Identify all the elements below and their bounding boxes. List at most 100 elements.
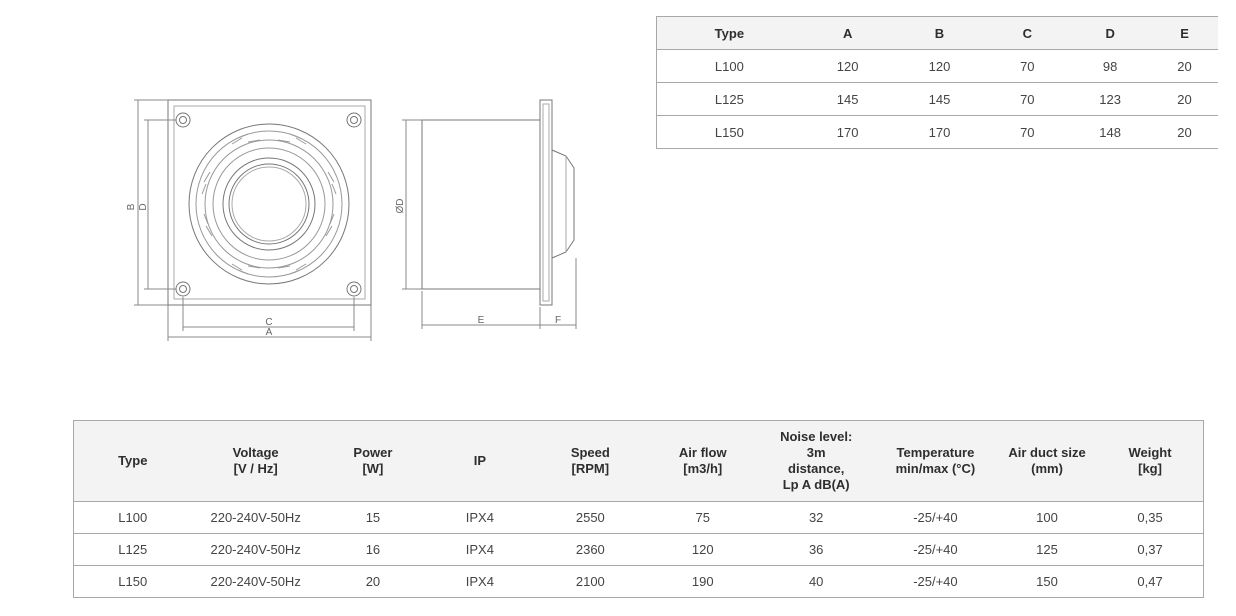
outer-grille-ring — [188, 123, 350, 285]
table-cell: 36 — [758, 533, 874, 566]
dimension-label-b: B — [126, 203, 137, 210]
spec-header-duct-size: Air duct size (mm) — [996, 420, 1098, 502]
table-cell: 145 — [801, 82, 894, 116]
grille-ring — [204, 139, 334, 269]
table-cell: 20 — [1151, 115, 1218, 149]
table-cell: 0,37 — [1097, 533, 1205, 566]
header-line: Noise level: — [780, 429, 853, 444]
table-cell: 2550 — [533, 501, 647, 534]
table-cell: 70 — [985, 49, 1070, 83]
table-cell: L150 — [72, 565, 192, 598]
dimension-label-d: D — [138, 203, 149, 210]
table-cell: L150 — [655, 115, 802, 149]
header-line: Power — [353, 445, 393, 460]
table-cell: IPX4 — [426, 565, 534, 598]
table-cell: 70 — [985, 82, 1070, 116]
table-cell: 40 — [758, 565, 874, 598]
table-cell: -25/+40 — [873, 533, 997, 566]
table-cell: 220-240V-50Hz — [191, 533, 320, 566]
table-cell: L100 — [72, 501, 192, 534]
table-cell: 2360 — [533, 533, 647, 566]
table-cell: 98 — [1069, 49, 1152, 83]
header-line: Speed — [570, 445, 610, 460]
dimension-label-f: F — [555, 315, 561, 326]
table-cell: 220-240V-50Hz — [191, 501, 320, 534]
table-row: L125 220-240V-50Hz 16 IPX4 2360 120 36 -… — [72, 533, 1205, 566]
table-cell: 148 — [1069, 115, 1152, 149]
spec-header-voltage: Voltage [V / Hz] — [191, 420, 320, 502]
grille-ring — [195, 130, 343, 278]
louver-marks — [201, 133, 337, 275]
hub-center — [228, 163, 310, 245]
table-cell: -25/+40 — [873, 501, 997, 534]
header-line: [V / Hz] — [233, 461, 278, 476]
spec-header-power: Power [W] — [319, 420, 427, 502]
dim-header-type: Type — [655, 16, 802, 50]
table-cell: IPX4 — [426, 533, 534, 566]
dimension-label-c: C — [265, 317, 272, 328]
header-line: distance, — [788, 461, 845, 476]
side-plate — [539, 99, 553, 306]
table-cell: 125 — [996, 533, 1098, 566]
header-line: Lp A dB(A) — [782, 477, 850, 492]
header-line: 3m — [806, 445, 826, 460]
side-view — [421, 99, 575, 306]
header-line: Voltage — [232, 445, 279, 460]
dim-header-d: D — [1069, 16, 1152, 50]
front-view — [167, 99, 372, 306]
table-row: L100 220-240V-50Hz 15 IPX4 2550 75 32 -2… — [72, 501, 1205, 534]
spec-header-weight: Weight [kg] — [1097, 420, 1205, 502]
side-dimension-lines — [402, 119, 577, 329]
specs-header-row: Type Voltage [V / Hz] Power [W] IP Speed… — [72, 420, 1205, 502]
table-cell: 20 — [1151, 82, 1218, 116]
table-cell: 220-240V-50Hz — [191, 565, 320, 598]
dimensions-table: Type A B C D E L100 120 120 70 98 20 L12… — [655, 16, 1218, 149]
header-line: Air duct size — [1008, 445, 1086, 460]
table-row: L150 170 170 70 148 20 — [655, 115, 1218, 149]
table-cell: 170 — [893, 115, 986, 149]
table-cell: 32 — [758, 501, 874, 534]
grille-ring — [212, 147, 326, 261]
table-cell: 20 — [319, 565, 427, 598]
side-plate-inner — [542, 103, 550, 302]
table-cell: 70 — [985, 115, 1070, 149]
table-cell: -25/+40 — [873, 565, 997, 598]
technical-drawing: B D C A ØD E F — [126, 99, 577, 341]
table-cell: 190 — [646, 565, 759, 598]
header-line: (mm) — [1031, 461, 1063, 476]
front-plate-outline — [167, 99, 372, 306]
table-cell: 2100 — [533, 565, 647, 598]
header-line: [W] — [362, 461, 384, 476]
duct-body — [421, 119, 541, 290]
spec-header-noise: Noise level: 3m distance, Lp A dB(A) — [758, 420, 874, 502]
table-cell: 16 — [319, 533, 427, 566]
table-row: L125 145 145 70 123 20 — [655, 82, 1218, 116]
spec-header-temperature: Temperature min/max (°C) — [873, 420, 997, 502]
table-cell: 120 — [646, 533, 759, 566]
front-dimension-lines — [134, 99, 372, 341]
header-line: min/max (°C) — [895, 461, 976, 476]
header-line: [kg] — [1138, 461, 1162, 476]
grille-profile — [551, 149, 575, 259]
table-cell: 20 — [1151, 49, 1218, 83]
table-cell: L100 — [655, 49, 802, 83]
table-cell: L125 — [655, 82, 802, 116]
table-cell: L125 — [72, 533, 192, 566]
hub-ring — [222, 157, 316, 251]
table-cell: 150 — [996, 565, 1098, 598]
header-line: Air flow — [678, 445, 727, 460]
table-cell: 0,35 — [1097, 501, 1205, 534]
table-row: L150 220-240V-50Hz 20 IPX4 2100 190 40 -… — [72, 565, 1205, 598]
screw-hole — [346, 112, 362, 128]
spec-header-ip: IP — [426, 420, 534, 502]
table-cell: 120 — [801, 49, 894, 83]
dim-header-c: C — [985, 16, 1070, 50]
dim-header-e: E — [1151, 16, 1218, 50]
spec-header-airflow: Air flow [m3/h] — [646, 420, 759, 502]
table-cell: 0,47 — [1097, 565, 1205, 598]
dimension-label-a: A — [266, 327, 273, 338]
dim-header-a: A — [801, 16, 894, 50]
spec-header-speed: Speed [RPM] — [533, 420, 647, 502]
header-line: Type — [118, 453, 148, 468]
header-line: Weight — [1128, 445, 1172, 460]
